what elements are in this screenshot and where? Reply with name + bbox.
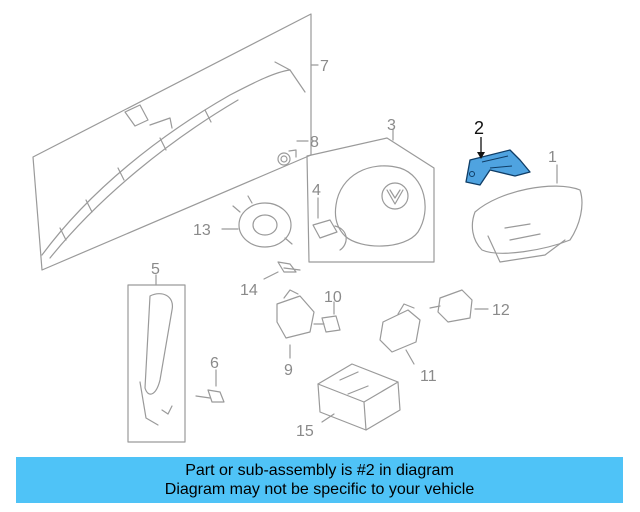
bolt-part-6 (195, 369, 225, 403)
callout-15: 15 (296, 423, 314, 440)
clock-spring-part (221, 195, 293, 248)
passenger-airbag-part (471, 164, 583, 263)
banner-line-2: Diagram may not be specific to your vehi… (164, 481, 475, 498)
callout-4: 4 (312, 182, 321, 199)
bolt-part-14 (263, 261, 301, 280)
callout-8: 8 (310, 134, 319, 151)
knee-airbag-part (127, 274, 186, 443)
callout-5: 5 (151, 261, 160, 278)
callout-14: 14 (240, 282, 258, 299)
callout-12: 12 (492, 302, 510, 319)
control-module-part (317, 363, 401, 431)
callout-2: 2 (474, 118, 484, 138)
clip-part (277, 140, 309, 166)
callout-13: 13 (193, 222, 211, 239)
highlighted-bracket-part (465, 137, 531, 186)
connector-lead-part (312, 197, 347, 251)
curtain-airbag-part (32, 13, 319, 271)
callout-7: 7 (320, 58, 329, 75)
steering-airbag-part (306, 129, 435, 263)
info-banner: Part or sub-assembly is #2 in diagram Di… (16, 457, 623, 503)
screw-part-10 (313, 301, 341, 333)
crash-sensor-9-part (276, 289, 315, 359)
banner-line-1: Part or sub-assembly is #2 in diagram (185, 462, 454, 479)
callout-11: 11 (420, 368, 437, 385)
info-banner-bg (16, 457, 623, 503)
callout-10: 10 (324, 289, 342, 306)
callout-3: 3 (387, 117, 396, 134)
callout-1: 1 (548, 149, 557, 166)
callout-9: 9 (284, 362, 293, 379)
crash-sensor-11-part (379, 303, 421, 365)
side-sensor-part (429, 289, 489, 323)
callout-6: 6 (210, 355, 219, 372)
